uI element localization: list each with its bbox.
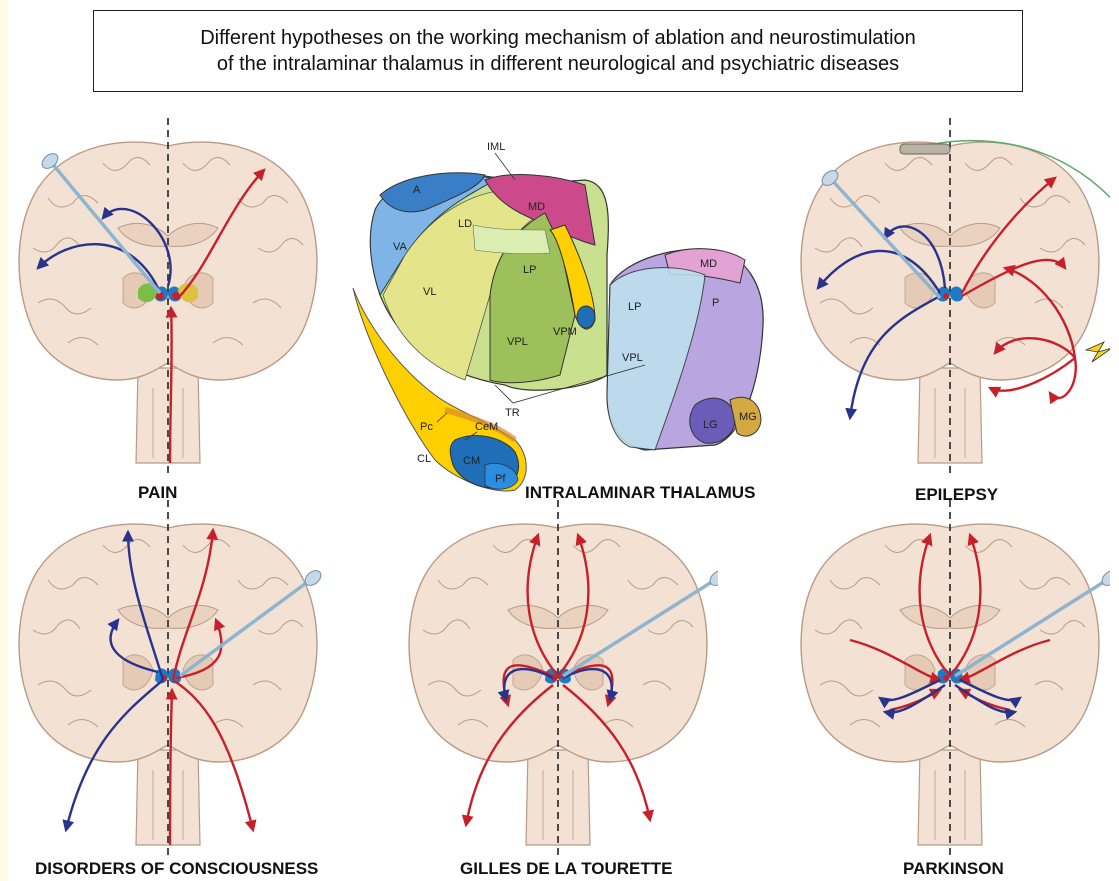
figure-title-box: Different hypotheses on the working mech… bbox=[93, 10, 1023, 92]
consciousness-brain-panel bbox=[8, 500, 328, 860]
nucleus-label-lp-2: LP bbox=[628, 301, 641, 313]
nucleus-label-va: VA bbox=[393, 241, 408, 253]
title-line-2: of the intralaminar thalamus in differen… bbox=[217, 51, 899, 77]
nucleus-label-iml: IML bbox=[487, 141, 505, 153]
nucleus-label-pf: Pf bbox=[495, 473, 506, 485]
cerebrum bbox=[409, 524, 707, 762]
nucleus-label-mg: MG bbox=[739, 411, 757, 423]
nucleus-label-vpl-2: VPL bbox=[622, 352, 643, 364]
nucleus-label-vpm: VPM bbox=[553, 326, 577, 338]
intralaminar-nuclei-illustration: Pc CeM CL CM Pf bbox=[345, 280, 535, 520]
nucleus-label-a: A bbox=[413, 184, 421, 196]
nucleus-label-md-2: MD bbox=[700, 258, 717, 270]
cerebrum bbox=[19, 524, 317, 762]
caption-gilles-de-la-tourette: GILLES DE LA TOURETTE bbox=[460, 859, 673, 879]
epilepsy-brain-panel bbox=[790, 118, 1110, 478]
caption-epilepsy: EPILEPSY bbox=[915, 485, 998, 505]
cerebrum bbox=[801, 524, 1099, 762]
caption-parkinson: PARKINSON bbox=[903, 859, 1004, 879]
nucleus-label-p: P bbox=[712, 297, 719, 309]
parkinson-brain-panel bbox=[790, 500, 1110, 860]
nucleus-label-cem: CeM bbox=[475, 421, 498, 433]
nucleus-label-pc: Pc bbox=[420, 421, 433, 433]
nucleus-label-ld: LD bbox=[458, 218, 472, 230]
caption-pain: PAIN bbox=[138, 483, 177, 503]
nucleus-label-cm: CM bbox=[463, 455, 480, 467]
nucleus-label-cl: CL bbox=[417, 453, 431, 465]
nucleus-label-lg: LG bbox=[703, 419, 718, 431]
tourette-brain-panel bbox=[398, 500, 718, 860]
pain-brain-panel bbox=[8, 118, 328, 478]
caption-intralaminar-thalamus: INTRALAMINAR THALAMUS bbox=[525, 483, 755, 503]
nucleus-label-md: MD bbox=[528, 201, 545, 213]
caption-disorders-of-consciousness: DISORDERS OF CONSCIOUSNESS bbox=[35, 859, 318, 879]
title-line-1: Different hypotheses on the working mech… bbox=[200, 25, 916, 51]
nucleus-label-lp: LP bbox=[523, 264, 536, 276]
